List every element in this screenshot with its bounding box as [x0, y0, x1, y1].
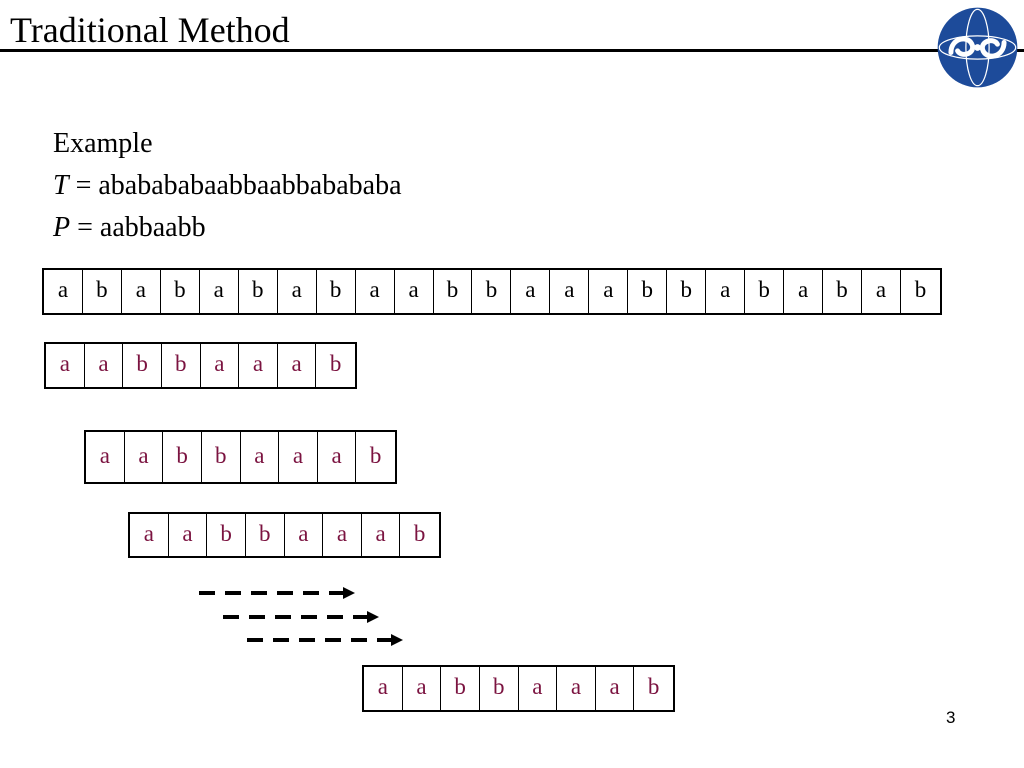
pattern-char-cell: b [413, 520, 426, 546]
title-divider [0, 49, 1024, 52]
text-char-cell: a [706, 270, 746, 313]
text-char-cell: a [511, 270, 551, 313]
university-logo-icon [936, 6, 1019, 89]
text-char-cell: b [317, 270, 356, 313]
text-variable: T [53, 170, 69, 201]
text-char-cell: b [628, 270, 668, 313]
text-char-cell: a [200, 270, 239, 313]
pattern-char-cell: b [162, 344, 201, 387]
pattern-char-cell: a [46, 344, 85, 387]
pattern-value: = aabbaabb [77, 212, 206, 243]
text-char-cell: b [914, 277, 927, 302]
text-char-cell: b [823, 270, 863, 313]
pattern-char-cell: a [285, 514, 324, 556]
pattern-char-cell: a [130, 514, 169, 556]
slide-title: Traditional Method [10, 10, 290, 50]
pattern-char-cell: b [480, 667, 519, 710]
pattern-char-cell: a [278, 344, 317, 387]
text-definition: T = ababababaabbaabbabababa [53, 165, 402, 207]
text-char-cell: a [356, 270, 395, 313]
pattern-char-cell: a [318, 432, 357, 482]
text-char-cell: a [862, 270, 901, 313]
text-char-cell: b [161, 270, 200, 313]
text-char-cell: b [434, 270, 473, 313]
pattern-char-cell: a [201, 344, 240, 387]
pattern-char-cell: a [279, 432, 318, 482]
pattern-char-cell: a [125, 432, 164, 482]
dashed-right-arrow-icon [221, 610, 381, 624]
pattern-char-cell: a [323, 514, 362, 556]
pattern-definition: P = aabbaabb [53, 207, 402, 249]
pattern-char-cell: b [207, 514, 246, 556]
pattern-char-cell: a [403, 667, 442, 710]
pattern-char-cell: b [123, 344, 162, 387]
pattern-char-cell: b [202, 432, 241, 482]
example-block: Example T = ababababaabbaabbabababa P = … [53, 123, 402, 249]
pattern-char-cell: b [329, 351, 342, 376]
text-char-cell: a [395, 270, 434, 313]
page-number: 3 [946, 708, 956, 727]
pattern-char-cell: a [364, 667, 403, 710]
pattern-char-cell: b [246, 514, 285, 556]
dashed-right-arrow-icon [197, 586, 357, 600]
text-char-cell: a [589, 270, 629, 313]
pattern-char-cell: b [369, 442, 382, 468]
pattern-char-cell: a [362, 514, 401, 556]
text-char-cell: b [667, 270, 707, 313]
pattern-char-cell: a [85, 344, 124, 387]
pattern-char-cell: a [239, 344, 278, 387]
pattern-char-cell: b [163, 432, 202, 482]
text-char-cell: b [83, 270, 122, 313]
text-char-cell: a [278, 270, 317, 313]
pattern-char-cell: a [519, 667, 558, 710]
pattern-char-cell: a [596, 667, 635, 710]
text-char-cell: a [44, 270, 83, 313]
text-char-cell: b [745, 270, 785, 313]
pattern-char-cell: a [86, 432, 125, 482]
text-char-cell: a [122, 270, 161, 313]
pattern-char-cell: a [557, 667, 596, 710]
pattern-char-cell: a [169, 514, 208, 556]
text-char-cell: a [784, 270, 824, 313]
example-heading: Example [53, 128, 153, 159]
pattern-char-cell: b [441, 667, 480, 710]
text-char-cell: a [550, 270, 590, 313]
pattern-char-cell: b [647, 674, 660, 699]
pattern-variable: P [53, 212, 71, 243]
text-char-cell: b [472, 270, 512, 313]
dashed-right-arrow-icon [245, 633, 405, 647]
pattern-char-cell: a [241, 432, 280, 482]
text-value: = ababababaabbaabbabababa [75, 170, 402, 201]
text-char-cell: b [239, 270, 278, 313]
